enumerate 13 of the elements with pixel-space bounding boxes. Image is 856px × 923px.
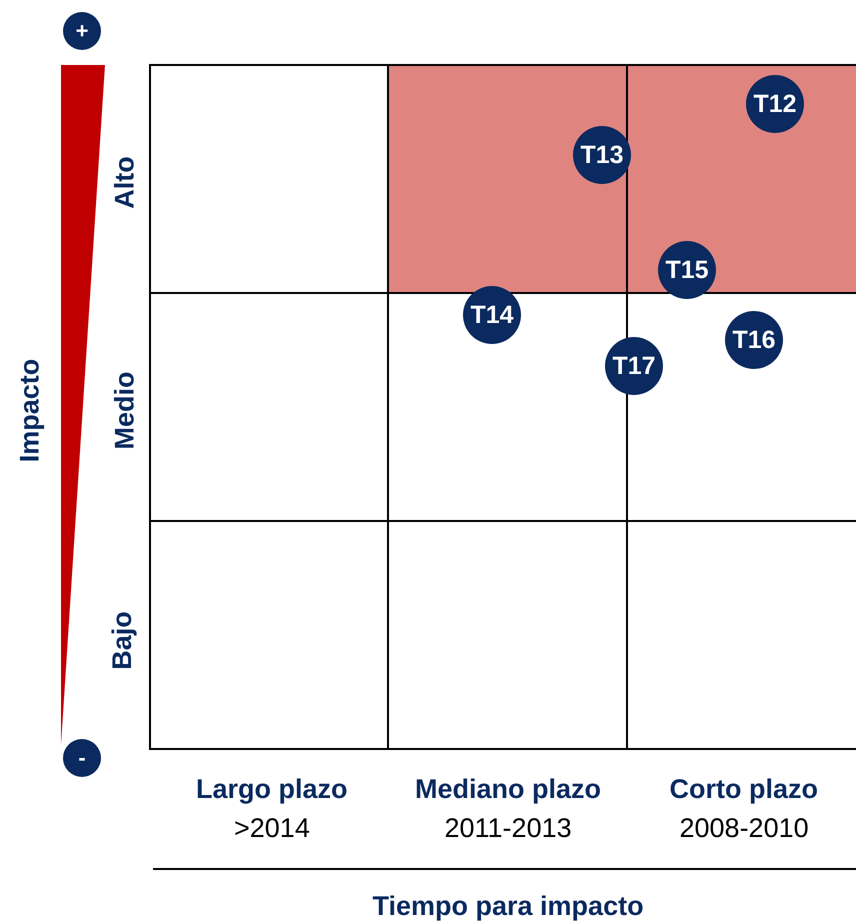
scale-end-marker: -	[63, 739, 101, 777]
column-label: Mediano plazo	[415, 776, 602, 802]
column-label: Largo plazo	[196, 776, 348, 802]
row-label: Bajo	[108, 610, 136, 670]
column-range: 2008-2010	[680, 814, 809, 842]
row-label: Alto	[112, 156, 139, 208]
column-range: 2011-2013	[444, 814, 572, 842]
scale-end-marker: +	[63, 12, 101, 50]
axis-title: Tiempo para impacto	[372, 892, 644, 920]
axis-title: Impacto	[16, 358, 44, 462]
column-range: >2014	[234, 814, 310, 842]
row-label: Medio	[112, 371, 138, 449]
column-label: Corto plazo	[670, 776, 818, 802]
